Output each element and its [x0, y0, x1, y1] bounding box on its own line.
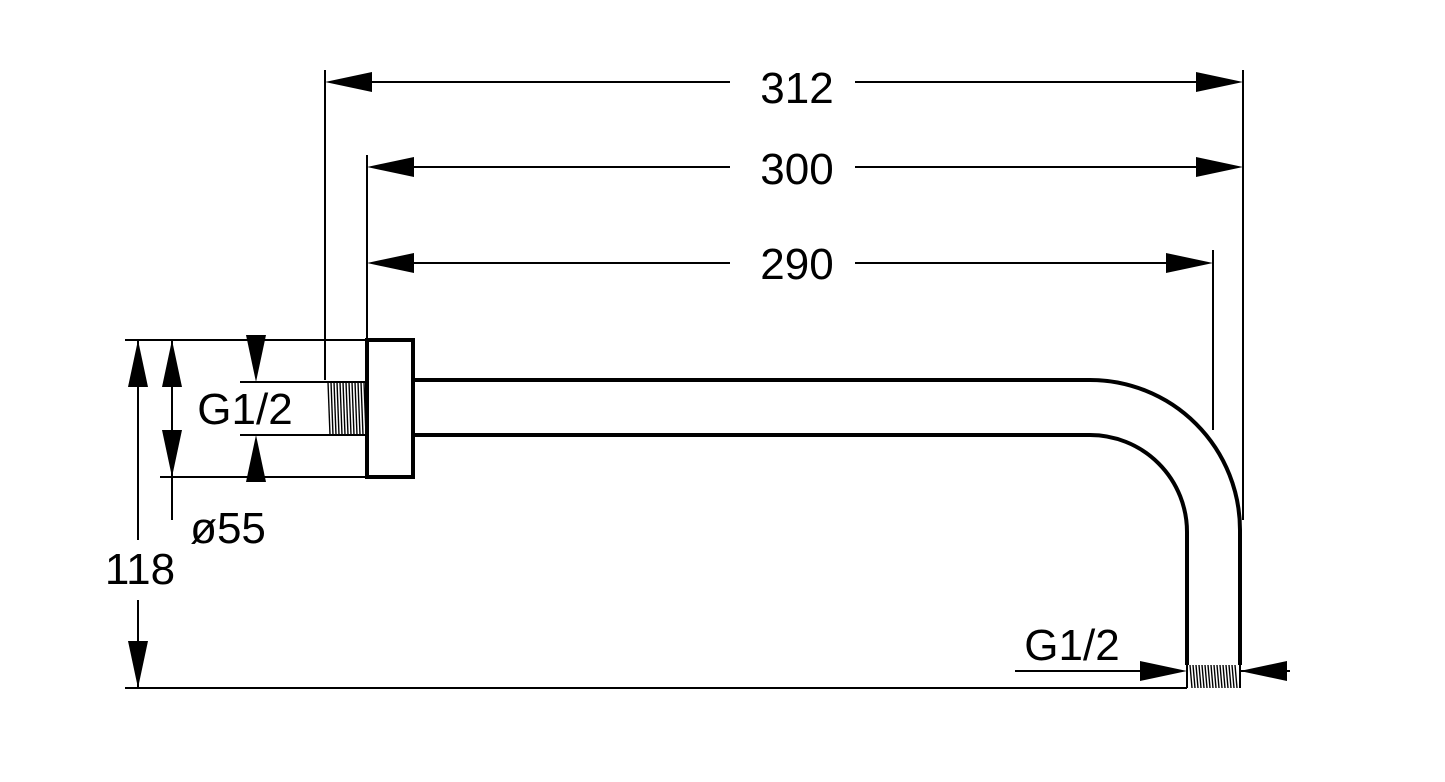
arrowhead-diameter-bottom — [162, 430, 182, 477]
label-outlet-thread: G1/2 — [1024, 621, 1119, 670]
thread-mark — [351, 381, 355, 436]
outlet-thread — [1186, 664, 1241, 689]
arrowhead-diameter-top — [162, 340, 182, 387]
dimension-300: 300 — [366, 145, 1243, 340]
thread-mark — [1201, 664, 1205, 689]
arrowhead-312-right — [1196, 72, 1243, 92]
thread-mark — [330, 381, 334, 436]
thread-mark — [327, 381, 331, 436]
dimension-118: 118 — [105, 339, 1187, 689]
thread-mark — [1195, 664, 1199, 689]
arrowhead-outlet-thread-left — [1140, 661, 1187, 681]
dimension-290: 290 — [367, 240, 1214, 430]
thread-mark — [333, 381, 337, 436]
thread-mark — [342, 381, 346, 436]
arrowhead-118-top — [128, 340, 148, 387]
arrowhead-290-left — [367, 253, 414, 273]
label-flange-diameter: ø55 — [190, 504, 266, 553]
thread-mark — [345, 381, 349, 436]
thread-mark — [354, 381, 358, 436]
dimension-outlet-thread: G1/2 — [1015, 621, 1290, 681]
label-inlet-thread: G1/2 — [197, 385, 292, 434]
inlet-thread-hatching — [327, 381, 367, 436]
thread-mark — [1210, 664, 1214, 689]
arrowhead-300-left — [367, 157, 414, 177]
dimension-inlet-thread: G1/2 — [197, 335, 367, 482]
thread-mark — [1219, 664, 1223, 689]
arrowhead-118-bottom — [128, 641, 148, 688]
wall-flange — [365, 338, 415, 479]
thread-mark — [1231, 664, 1235, 689]
label-300: 300 — [760, 145, 833, 194]
thread-mark — [1192, 664, 1196, 689]
thread-mark — [336, 381, 340, 436]
thread-mark — [1222, 664, 1226, 689]
thread-mark — [1198, 664, 1202, 689]
shower-arm-body — [413, 378, 1242, 665]
dimension-flange-diameter: ø55 — [160, 339, 266, 553]
thread-mark — [1228, 664, 1232, 689]
thread-mark — [1204, 664, 1208, 689]
thread-mark — [339, 381, 343, 436]
thread-mark — [348, 381, 352, 436]
label-118: 118 — [105, 545, 175, 594]
label-312: 312 — [760, 64, 833, 113]
dimension-312: 312 — [324, 64, 1244, 520]
thread-mark — [1189, 664, 1193, 689]
arrowhead-inlet-thread-bottom — [246, 435, 266, 482]
thread-mark — [1234, 664, 1238, 689]
arrowhead-300-right — [1196, 157, 1243, 177]
arrowhead-inlet-thread-top — [246, 335, 266, 382]
thread-mark — [363, 381, 367, 436]
inlet-thread — [325, 381, 367, 436]
thread-mark — [357, 381, 361, 436]
arrowhead-outlet-thread-right — [1240, 661, 1287, 681]
arrowhead-290-right — [1166, 253, 1213, 273]
thread-mark — [1213, 664, 1217, 689]
thread-mark — [1207, 664, 1211, 689]
arrowhead-312-left — [325, 72, 372, 92]
outlet-thread-hatching — [1189, 664, 1238, 689]
thread-mark — [1225, 664, 1229, 689]
thread-mark — [1216, 664, 1220, 689]
thread-mark — [360, 381, 364, 436]
label-290: 290 — [760, 240, 833, 289]
arm-inner-contour — [413, 433, 1189, 665]
arm-outer-contour — [413, 378, 1242, 665]
